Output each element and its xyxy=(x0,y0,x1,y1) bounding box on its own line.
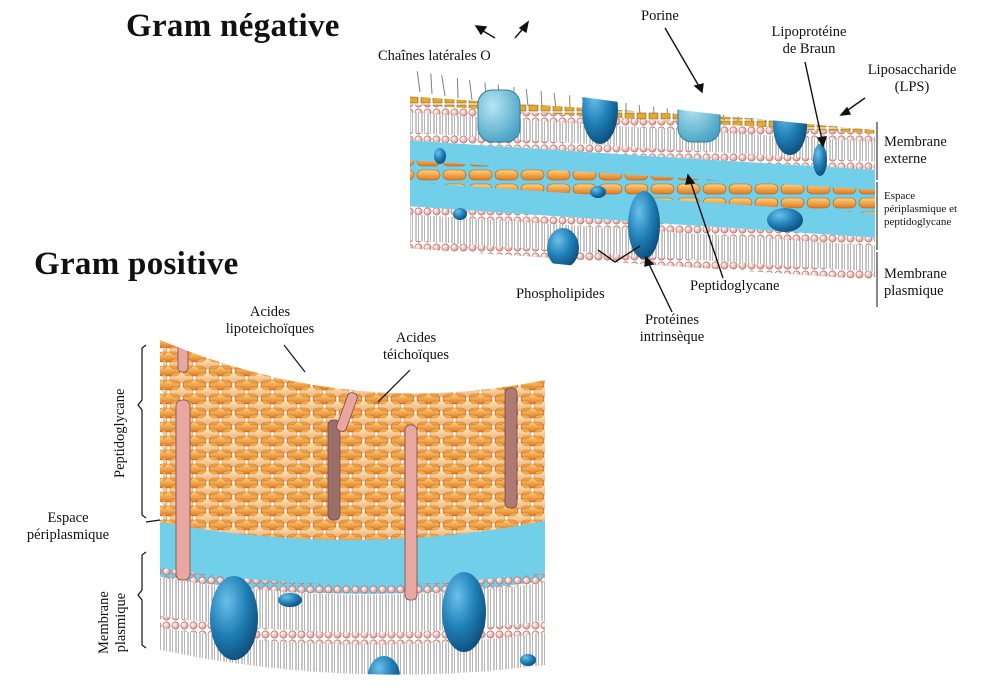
membrane-gp-line1: Membrane xyxy=(96,591,113,654)
outer-membrane-label: Membrane externe xyxy=(884,134,947,168)
plasma-membrane-gn-label: Membrane plasmique xyxy=(884,266,947,300)
plasma-membrane-gp-side-label: Membrane plasmique xyxy=(96,591,130,654)
periplasm-gp-label: Espace périplasmique xyxy=(8,510,128,544)
integral-proteins-label: Protéines intrinsèque xyxy=(626,312,718,346)
lps-label: Liposaccharide (LPS) xyxy=(856,62,968,96)
phospholipids-label: Phospholipides xyxy=(516,286,605,303)
lps-line1: Liposaccharide xyxy=(856,62,968,79)
plasma-membrane-gn-line2: plasmique xyxy=(884,283,947,300)
periplasm-gp-line1: Espace xyxy=(8,510,128,527)
lipoteichoic-acids-label: Acides lipoteichoïques xyxy=(206,304,334,338)
periplasm-gn-line1: Espace xyxy=(884,190,957,203)
outer-membrane-line1: Membrane xyxy=(884,134,947,151)
plasma-membrane-gn-line1: Membrane xyxy=(884,266,947,283)
periplasm-gp-line2: périplasmique xyxy=(8,527,128,544)
gram-negative-envelope xyxy=(405,58,880,280)
peptidoglycan-gn-label: Peptidoglycane xyxy=(690,278,779,295)
teichoic-acids-label: Acides téichoïques xyxy=(368,330,464,364)
peptidoglycan-gp-side-label: Peptidoglycane xyxy=(112,389,129,478)
outer-membrane-line2: externe xyxy=(884,151,947,168)
membrane-gp-line2: plasmique xyxy=(113,591,130,654)
braun-lipoprotein-label: Lipoprotéine de Braun xyxy=(760,24,858,58)
teichoic-line2: téichoïques xyxy=(368,347,464,364)
lipoteichoic-line2: lipoteichoïques xyxy=(206,321,334,338)
periplasm-gn-line3: peptidoglycane xyxy=(884,216,957,229)
braun-line1: Lipoprotéine xyxy=(760,24,858,41)
gram-positive-title: Gram positive xyxy=(34,246,239,283)
integral-proteins-line1: Protéines xyxy=(626,312,718,329)
teichoic-line1: Acides xyxy=(368,330,464,347)
braun-line2: de Braun xyxy=(760,41,858,58)
porin-label: Porine xyxy=(641,8,679,25)
lps-line2: (LPS) xyxy=(856,79,968,96)
gram-positive-envelope xyxy=(150,330,563,696)
periplasm-gn-line2: périplasmique et xyxy=(884,203,957,216)
o-side-chains-label: Chaînes latérales O xyxy=(378,48,491,65)
lipoteichoic-line1: Acides xyxy=(206,304,334,321)
gram-negative-title: Gram négative xyxy=(126,8,340,45)
integral-proteins-line2: intrinsèque xyxy=(626,329,718,346)
periplasm-gn-label: Espace périplasmique et peptidoglycane xyxy=(884,190,957,229)
